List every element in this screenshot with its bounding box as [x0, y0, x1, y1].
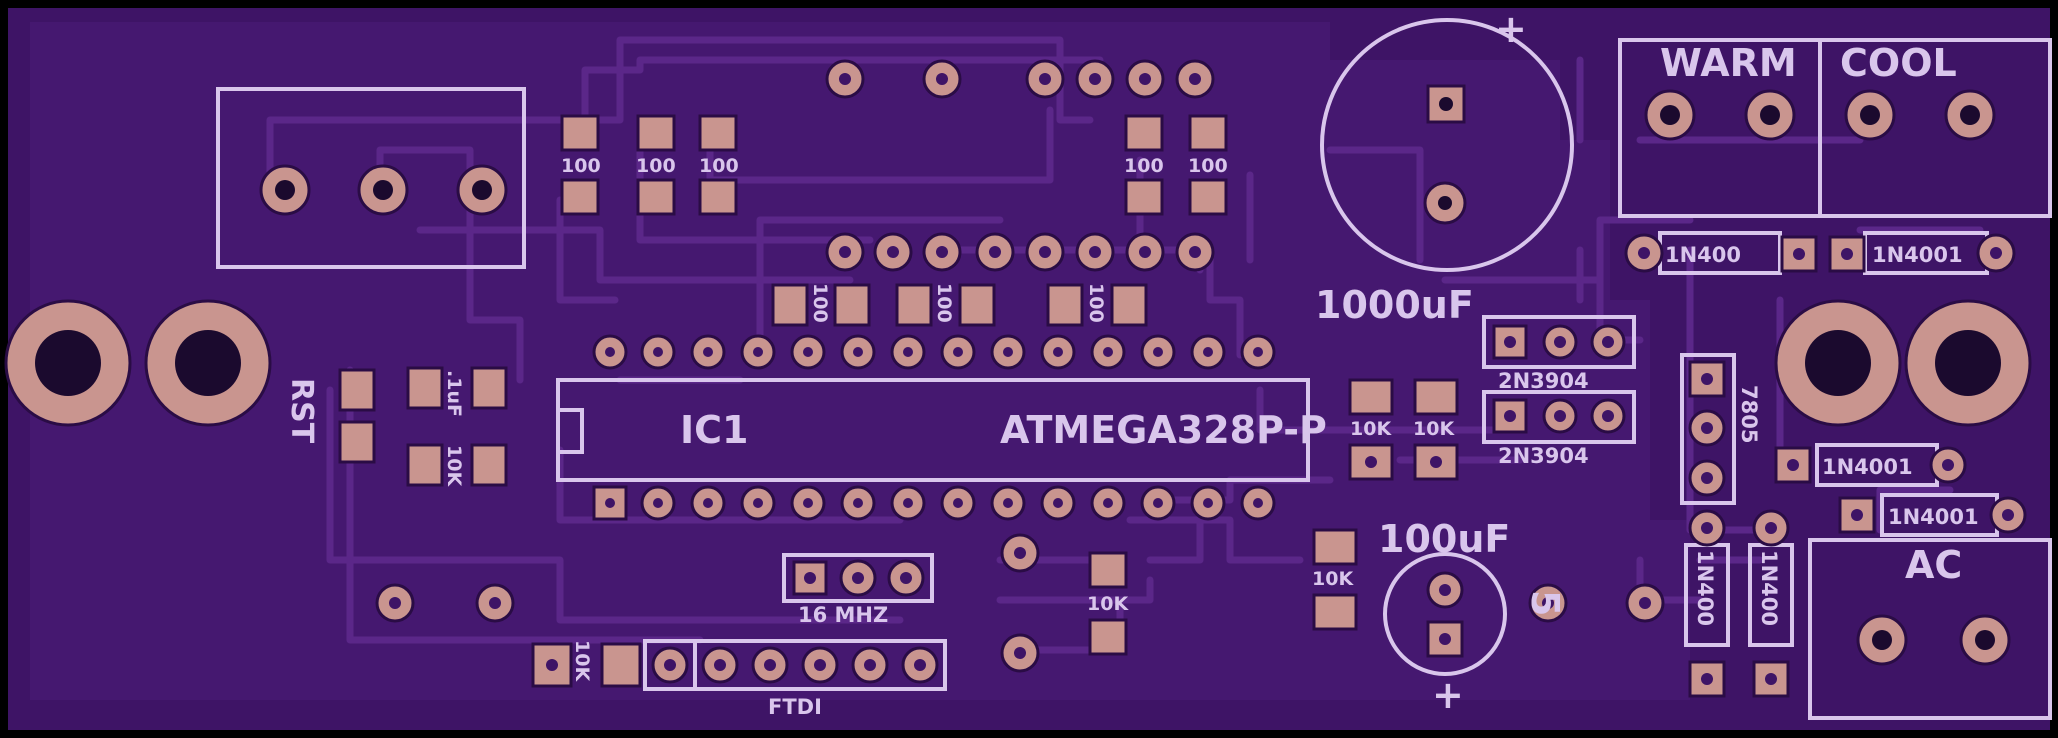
label-rst: RST: [284, 378, 319, 444]
label-regulator: 7805: [1737, 385, 1761, 443]
label-cap-1000uf: 1000uF: [1315, 283, 1474, 327]
label-transistor-2: 2N3904: [1498, 444, 1589, 468]
label-r-10k-a: 10K: [443, 445, 465, 487]
crystal-outline: [782, 553, 934, 603]
label-r-10k-c: 10K: [1087, 593, 1129, 615]
label-crystal: 16 MHZ: [798, 603, 888, 627]
label-warm: WARM: [1660, 41, 1797, 85]
label-r-100-8: 100: [1085, 283, 1107, 323]
label-transistor-1: 2N3904: [1498, 369, 1589, 393]
label-cap-1000uf-plus: +: [1495, 7, 1527, 51]
regulator-outline: [1680, 353, 1736, 505]
pads: [4, 59, 2032, 698]
small-drills: [389, 73, 2014, 685]
label-r-100-3: 100: [699, 155, 739, 177]
drill-holes: [35, 97, 2001, 650]
label-r-100-4: 100: [1124, 155, 1164, 177]
label-cap-100uf: 100uF: [1378, 517, 1510, 561]
label-ic-ref: IC1: [680, 408, 748, 452]
label-r-100-5: 100: [1188, 155, 1228, 177]
label-diode-3: 1N4001: [1822, 455, 1913, 479]
label-r-10k-e: 10K: [1413, 418, 1455, 440]
label-diode-6: 1N400: [1757, 550, 1781, 626]
label-r-100-1: 100: [561, 155, 601, 177]
transistor-2-outline: [1482, 390, 1636, 444]
cap-1000uf-outline: [1320, 18, 1574, 272]
label-diode-2: 1N4001: [1872, 243, 1963, 267]
label-diode-5: 1N400: [1693, 550, 1717, 626]
terminal-ac-outline: [1808, 538, 2052, 720]
label-diode-1: 1N400: [1665, 243, 1741, 267]
label-r-10k-b: 10K: [571, 640, 593, 682]
transistor-1-outline: [1482, 315, 1636, 369]
cap-100uf-outline: [1383, 552, 1507, 676]
terminal-block-left: [216, 87, 526, 269]
label-r-100-7: 100: [933, 283, 955, 323]
label-ac: AC: [1905, 543, 1962, 587]
label-diode-4: 1N4001: [1888, 505, 1979, 529]
label-cap-100uf-plus: +: [1432, 673, 1464, 717]
label-r-10k-d: 10K: [1350, 418, 1392, 440]
ic1-notch: [556, 408, 584, 454]
ftdi-pin1-box: [643, 639, 697, 691]
label-r-10k-f: 10K: [1312, 568, 1354, 590]
label-cool: COOL: [1840, 41, 1957, 85]
terminal-cool-outline: [1818, 38, 2052, 218]
label-ftdi: FTDI: [768, 695, 822, 719]
label-r-100-6: 100: [809, 283, 831, 323]
label-ic-part: ATMEGA328P-P: [1000, 408, 1327, 452]
label-cap-01uf: .1uF: [443, 370, 465, 417]
silkscreen-outlines: [216, 18, 2052, 720]
label-r-100-2: 100: [636, 155, 676, 177]
label-num-5: 5: [1523, 590, 1567, 616]
